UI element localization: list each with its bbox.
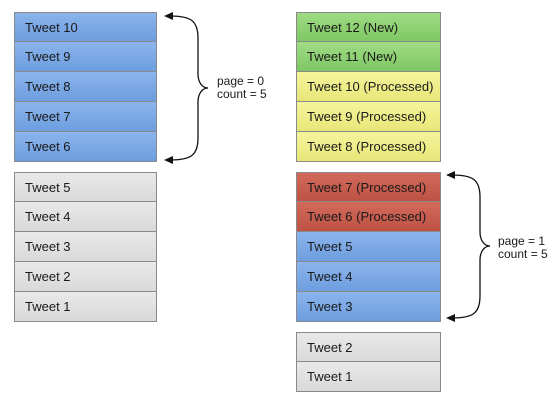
count-label: count = 5 bbox=[498, 247, 548, 261]
tweet-box: Tweet 9 (Processed) bbox=[296, 102, 441, 132]
left-page-brace bbox=[164, 12, 209, 164]
tweet-box: Tweet 3 bbox=[296, 292, 441, 322]
tweet-box: Tweet 9 bbox=[14, 42, 157, 72]
right-page-annotation: page = 1 count = 5 bbox=[498, 235, 548, 261]
tweet-box: Tweet 10 (Processed) bbox=[296, 72, 441, 102]
tweet-box: Tweet 11 (New) bbox=[296, 42, 441, 72]
tweet-box: Tweet 6 bbox=[14, 132, 157, 162]
tweet-box: Tweet 8 bbox=[14, 72, 157, 102]
tweet-box: Tweet 4 bbox=[14, 202, 157, 232]
right-remaining-stack: Tweet 2 Tweet 1 bbox=[296, 332, 441, 392]
page-label: page = 0 bbox=[217, 74, 265, 88]
tweet-box: Tweet 7 (Processed) bbox=[296, 172, 441, 202]
tweet-box: Tweet 1 bbox=[296, 362, 441, 392]
tweet-box: Tweet 10 bbox=[14, 12, 157, 42]
tweet-box: Tweet 2 bbox=[296, 332, 441, 362]
left-remaining-stack: Tweet 5 Tweet 4 Tweet 3 Tweet 2 Tweet 1 bbox=[14, 172, 157, 322]
right-current-page-stack: Tweet 7 (Processed) Tweet 6 (Processed) … bbox=[296, 172, 441, 322]
right-page-brace bbox=[446, 171, 491, 322]
tweet-box: Tweet 7 bbox=[14, 102, 157, 132]
tweet-box: Tweet 3 bbox=[14, 232, 157, 262]
tweet-box: Tweet 5 bbox=[296, 232, 441, 262]
tweet-box: Tweet 12 (New) bbox=[296, 12, 441, 42]
tweet-box: Tweet 2 bbox=[14, 262, 157, 292]
tweet-box: Tweet 8 (Processed) bbox=[296, 132, 441, 162]
tweet-box: Tweet 5 bbox=[14, 172, 157, 202]
count-label: count = 5 bbox=[217, 87, 267, 101]
left-page-annotation: page = 0 count = 5 bbox=[217, 75, 267, 101]
page-label: page = 1 bbox=[498, 234, 546, 248]
tweet-box: Tweet 4 bbox=[296, 262, 441, 292]
tweet-box: Tweet 1 bbox=[14, 292, 157, 322]
tweet-box: Tweet 6 (Processed) bbox=[296, 202, 441, 232]
right-new-and-processed-stack: Tweet 12 (New) Tweet 11 (New) Tweet 10 (… bbox=[296, 12, 441, 162]
left-current-page-stack: Tweet 10 Tweet 9 Tweet 8 Tweet 7 Tweet 6 bbox=[14, 12, 157, 162]
